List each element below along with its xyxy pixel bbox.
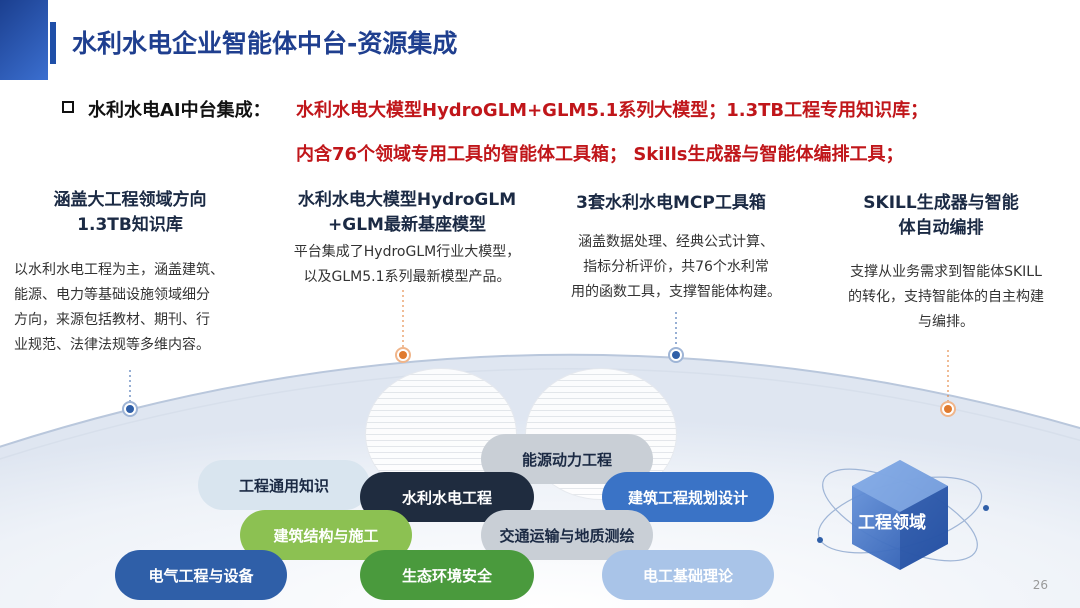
column-desc-knowledge-base: 以水利水电工程为主，涵盖建筑、 能源、电力等基础设施领域细分 方向，来源包括教材… — [14, 258, 254, 358]
desc-line: 平台集成了HydroGLM行业大模型， — [293, 244, 521, 260]
column-title-line: 体自动编排 — [898, 218, 984, 238]
column-desc-mcp-tools: 涵盖数据处理、经典公式计算、 指标分析评价，共76个水利常 用的函数工具，支撑智… — [556, 230, 796, 305]
column-title: SKILL生成器与智能 体自动编排 — [836, 191, 1046, 241]
desc-line: 用的函数工具，支撑智能体构建。 — [571, 284, 781, 300]
marker-dot-3 — [668, 347, 684, 363]
column-mcp-tools: 3套水利水电MCP工具箱 — [556, 191, 786, 216]
summary-line-1: 水利水电大模型HydroGLM+GLM5.1系列大模型；1.3TB工程专用知识库… — [296, 100, 929, 121]
header-accent-bar — [50, 22, 56, 64]
crystal-label: 工程领域 — [858, 513, 926, 533]
column-title: 3套水利水电MCP工具箱 — [556, 191, 786, 216]
desc-line: 的转化，支持智能体的自主构建 — [848, 289, 1044, 305]
column-title: 水利水电大模型HydroGLM +GLM最新基座模型 — [282, 188, 532, 238]
column-models: 水利水电大模型HydroGLM +GLM最新基座模型 — [282, 188, 532, 238]
column-title-line: 涵盖大工程领域方向 — [53, 190, 207, 210]
desc-line: 与编排。 — [918, 314, 974, 330]
desc-line: 以水利水电工程为主，涵盖建筑、 — [14, 262, 224, 278]
domain-pill-ecology: 生态环境安全 — [360, 550, 534, 600]
column-title-line: 水利水电大模型HydroGLM — [297, 190, 517, 210]
domain-pill-general: 工程通用知识 — [198, 460, 370, 510]
crystal-icon — [817, 460, 989, 570]
desc-line: 指标分析评价，共76个水利常 — [583, 259, 769, 275]
marker-dot-2 — [395, 347, 411, 363]
column-knowledge-base: 涵盖大工程领域方向 1.3TB知识库 — [30, 188, 230, 238]
page-title: 水利水电企业智能体中台-资源集成 — [72, 29, 458, 58]
summary-line-2: 内含76个领域专用工具的智能体工具箱； Skills生成器与智能体编排工具； — [296, 144, 904, 165]
desc-line: 涵盖数据处理、经典公式计算、 — [578, 234, 774, 250]
summary-label: 水利水电AI中台集成： — [88, 100, 271, 121]
desc-line: 业规范、法律法规等多维内容。 — [14, 337, 210, 353]
header-accent-block — [0, 0, 48, 80]
column-skill-generator: SKILL生成器与智能 体自动编排 — [836, 191, 1046, 241]
column-title-line: SKILL生成器与智能 — [863, 193, 1019, 213]
desc-line: 支撑从业务需求到智能体SKILL — [850, 264, 1042, 280]
column-desc-skill-generator: 支撑从业务需求到智能体SKILL 的转化，支持智能体的自主构建 与编排。 — [826, 260, 1066, 335]
desc-line: 方向，来源包括教材、期刊、行 — [14, 312, 210, 328]
column-title: 涵盖大工程领域方向 1.3TB知识库 — [30, 188, 230, 238]
marker-dot-4 — [940, 401, 956, 417]
marker-dot-1 — [122, 401, 138, 417]
bullet-square-icon — [62, 101, 74, 113]
column-title-line: +GLM最新基座模型 — [328, 215, 486, 235]
domain-pill-electrotech: 电工基础理论 — [602, 550, 774, 600]
desc-line: 能源、电力等基础设施领域细分 — [14, 287, 210, 303]
column-title-line: 3套水利水电MCP工具箱 — [576, 193, 766, 213]
page-number: 26 — [1032, 578, 1048, 592]
column-desc-models: 平台集成了HydroGLM行业大模型， 以及GLM5.1系列最新模型产品。 — [282, 240, 532, 290]
domain-pill-electrical: 电气工程与设备 — [115, 550, 287, 600]
desc-line: 以及GLM5.1系列最新模型产品。 — [303, 269, 511, 285]
column-title-line: 1.3TB知识库 — [77, 215, 183, 235]
